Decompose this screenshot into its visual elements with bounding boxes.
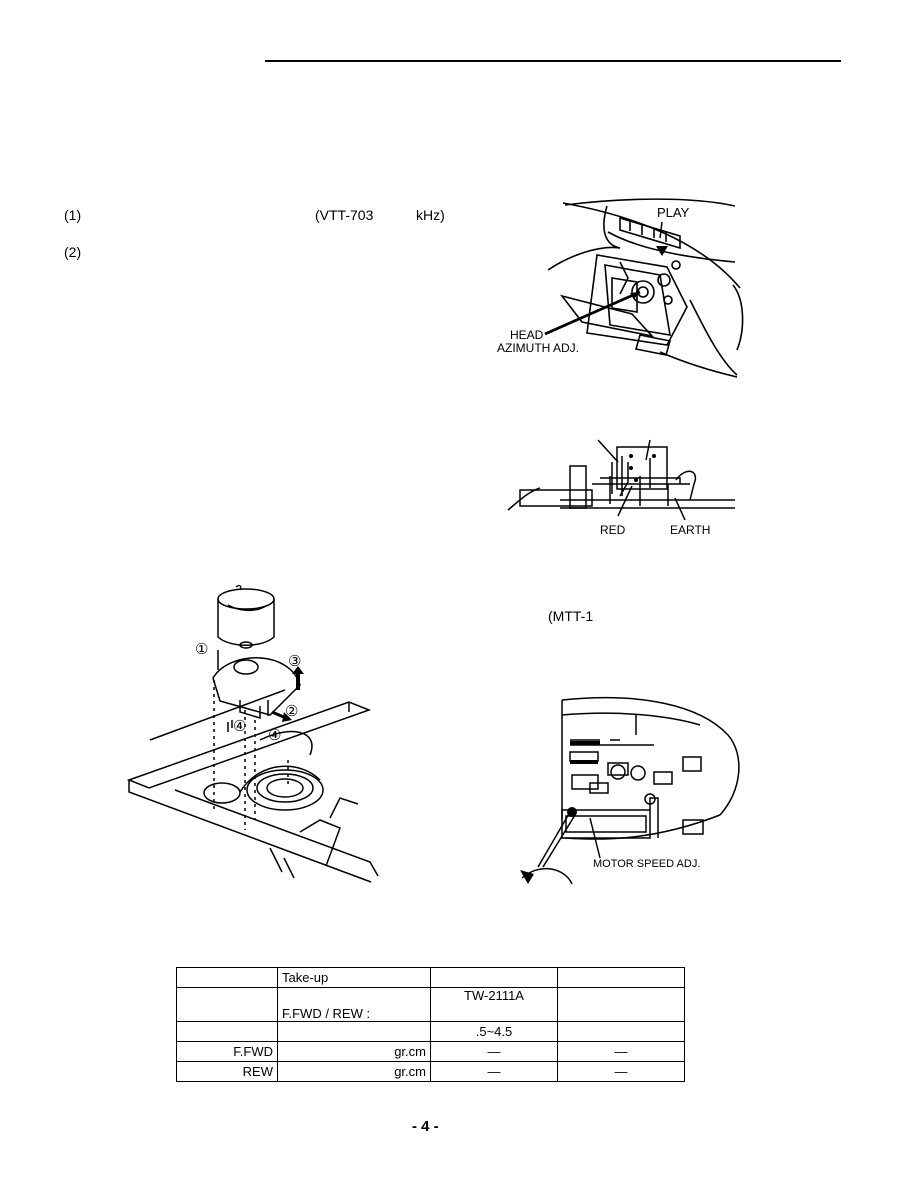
table-cell: REW: [176, 1061, 278, 1082]
table-cell: .5~4.5: [430, 1021, 558, 1042]
callout-3: ③: [288, 653, 302, 670]
page-number: - 4 -: [412, 1118, 439, 1135]
head-label: HEAD: [510, 328, 544, 342]
torque-table: Take-up F.FWD / REW : TW-2111A .5~4.5 F.…: [176, 967, 685, 1082]
step-1-unit: kHz): [416, 207, 445, 223]
table-cell: gr.cm: [277, 1061, 431, 1082]
step-1-number: (1): [64, 207, 82, 223]
callout-4a: ④: [233, 718, 247, 735]
red-wire-label: RED: [600, 523, 626, 537]
table-cell: [176, 967, 278, 988]
play-label: PLAY: [657, 205, 690, 220]
step-1-test-tape: (VTT-703: [315, 207, 374, 223]
table-row: F.FWD gr.cm — —: [176, 1041, 685, 1062]
table-row: REW gr.cm — —: [176, 1061, 685, 1082]
table-cell: TW-2111A: [430, 987, 558, 1022]
table-cell: —: [430, 1061, 558, 1082]
earth-wire-label: EARTH: [670, 523, 711, 537]
table-row: F.FWD / REW : TW-2111A: [176, 987, 685, 1022]
header-rule: [265, 60, 841, 62]
table-row: Take-up: [176, 967, 685, 988]
table-cell: [176, 1021, 278, 1042]
callout-1: ①: [195, 641, 209, 658]
table-cell: —: [557, 1041, 685, 1062]
step-2-number: (2): [64, 244, 82, 260]
callout-4b: ④: [268, 727, 282, 744]
table-cell: —: [557, 1061, 685, 1082]
table-cell: [430, 967, 558, 988]
table-cell: [277, 1021, 431, 1042]
table-row: .5~4.5: [176, 1021, 685, 1042]
table-cell: [176, 987, 278, 1022]
table-cell: gr.cm: [277, 1041, 431, 1062]
table-cell: F.FWD: [176, 1041, 278, 1062]
table-cell: F.FWD / REW :: [277, 987, 431, 1022]
azimuth-adj-label: AZIMUTH ADJ.: [497, 341, 580, 355]
table-cell: [557, 967, 685, 988]
table-cell: [557, 1021, 685, 1042]
motor-speed-adj-label: MOTOR SPEED ADJ.: [593, 858, 701, 870]
table-cell: —: [430, 1041, 558, 1062]
callout-2: ②: [285, 703, 299, 720]
test-tape-ref: (MTT-1: [548, 608, 594, 624]
table-cell: [557, 987, 685, 1022]
table-cell: Take-up: [277, 967, 431, 988]
